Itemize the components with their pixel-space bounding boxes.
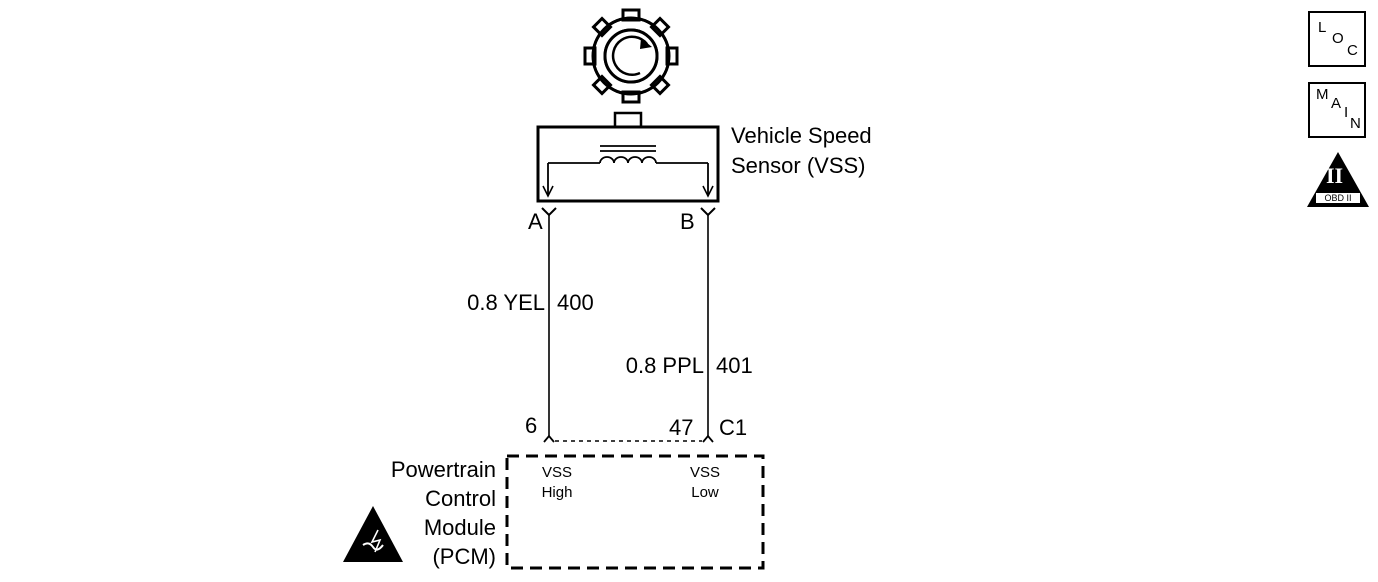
input-high-line2: High — [541, 484, 573, 501]
pcm-pin-low: 47 — [669, 415, 694, 440]
main-letter-a: A — [1331, 95, 1342, 112]
main-letter-i: I — [1344, 104, 1349, 121]
pcm-box — [505, 454, 765, 570]
input-low-line1: VSS — [689, 464, 720, 481]
loc-letter-l: L — [1318, 19, 1327, 36]
obd-numeral: II — [1326, 163, 1344, 188]
wire-401-circuit: 401 — [716, 353, 753, 378]
vss-sensor-box — [536, 125, 720, 203]
pcm-name-line3: Module — [423, 515, 496, 540]
main-icon[interactable]: M A I N — [1308, 82, 1366, 138]
loc-letter-o: O — [1332, 30, 1344, 47]
sensor-name-line2: Sensor (VSS) — [731, 153, 866, 178]
pcm-name-line1: Powertrain — [390, 457, 496, 482]
input-low-line2: Low — [691, 484, 719, 501]
terminal-a-label: A — [528, 209, 543, 234]
pcm-name-line2: Control — [425, 486, 496, 511]
reluctor-wheel-icon — [583, 8, 679, 104]
obd-label: OBD II — [1324, 193, 1352, 203]
sensor-name-line1: Vehicle Speed — [731, 123, 872, 148]
main-letter-m: M — [1316, 86, 1329, 103]
pcm-connector-label: C1 — [719, 415, 748, 440]
input-high-line1: VSS — [541, 464, 572, 481]
pcm-terminal-chevrons — [543, 434, 714, 443]
wire-401-size-color: 0.8 PPL — [625, 353, 704, 378]
wire-400-size-color: 0.8 YEL — [467, 290, 545, 315]
obd-ii-icon — [1307, 152, 1369, 207]
loc-letter-c: C — [1347, 42, 1358, 59]
pcm-pin-high: 6 — [525, 413, 538, 438]
esd-warning-icon — [343, 506, 403, 562]
terminal-b-label: B — [680, 209, 695, 234]
pcm-name-line4: (PCM) — [432, 544, 496, 569]
main-letter-n: N — [1350, 115, 1361, 132]
coil-symbol — [542, 145, 714, 198]
loc-icon[interactable]: L O C — [1308, 11, 1366, 67]
wire-400-circuit: 400 — [557, 290, 594, 315]
sensor-stub — [613, 111, 643, 129]
